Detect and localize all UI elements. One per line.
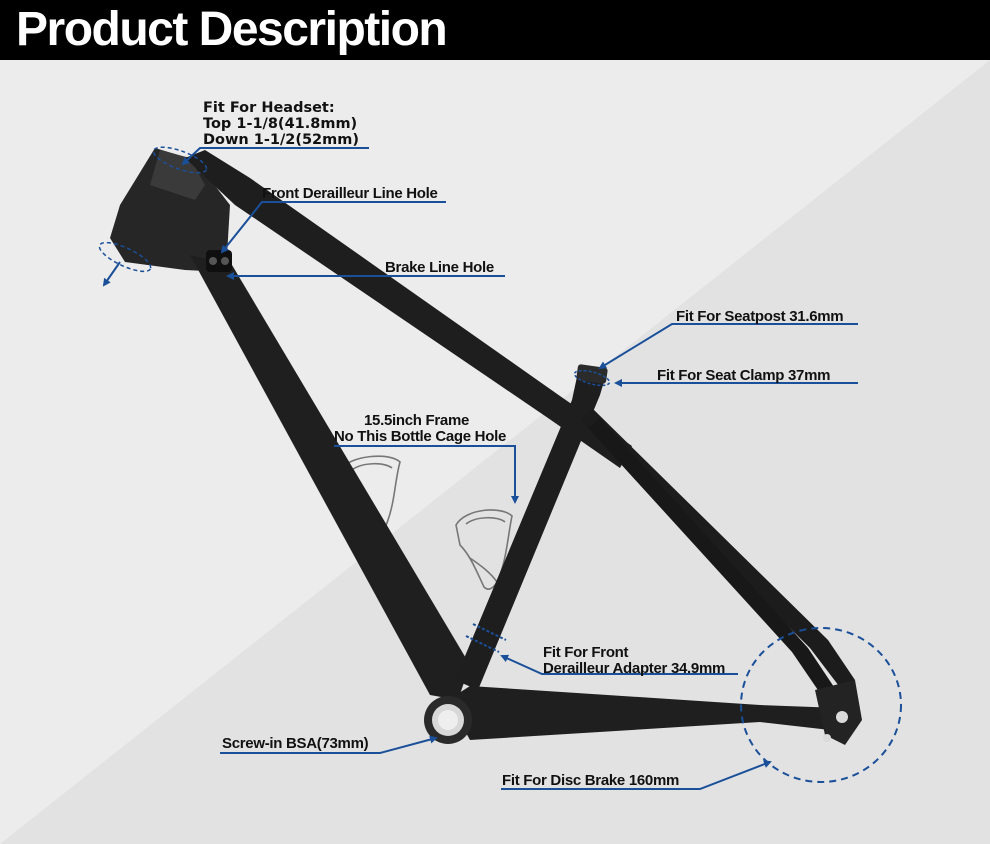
page-title: Product Description: [16, 3, 448, 56]
bottle-cage-callout-line1: 15.5inch Frame: [364, 412, 470, 429]
headset-callout-line1: Fit For Headset:: [203, 100, 335, 116]
seatpost-label: Fit For Seatpost 31.6mm: [676, 308, 844, 325]
down-tube: [190, 255, 470, 700]
disc-brake-ellipse: [740, 627, 902, 783]
front-derailleur-line-hole-label: Front Derailleur Line Hole: [262, 185, 438, 202]
front-derailleur-adapter-callout: Fit For Front Derailleur Adapter 34.9mm: [543, 645, 725, 677]
header-bar: Product Description: [0, 0, 990, 60]
front-derailleur-adapter-line1: Fit For Front: [543, 644, 629, 661]
headset-bottom-ellipse: [98, 241, 152, 273]
headset-callout-line3: Down 1-1/2(52mm): [203, 132, 359, 148]
headset-callout-line2: Top 1-1/8(41.8mm): [203, 116, 358, 132]
headset-top-ellipse: [152, 146, 208, 174]
chain-stay: [448, 686, 840, 740]
top-tube: [185, 150, 632, 468]
front-derailleur-adapter-line2: Derailleur Adapter 34.9mm: [543, 660, 726, 677]
brake-line-hole-label: Brake Line Hole: [385, 259, 494, 276]
seat-tube: [455, 372, 605, 690]
disc-brake-label: Fit For Disc Brake 160mm: [502, 772, 680, 789]
bsa-label: Screw-in BSA(73mm): [222, 735, 369, 752]
background-diagonal: [0, 60, 990, 844]
bottle-cage-callout: 15.5inch Frame No This Bottle Cage Hole: [334, 413, 506, 445]
bottle-cage-callout-line2: No This Bottle Cage Hole: [334, 428, 506, 445]
seat-clamp-label: Fit For Seat Clamp 37mm: [657, 367, 831, 384]
headset-callout: Fit For Headset: Top 1-1/8(41.8mm) Down …: [203, 100, 359, 148]
